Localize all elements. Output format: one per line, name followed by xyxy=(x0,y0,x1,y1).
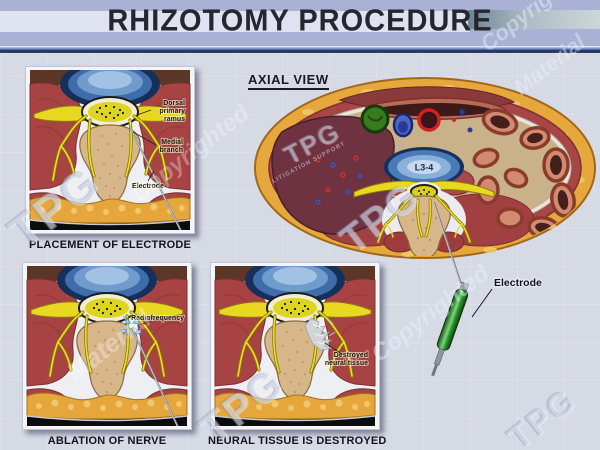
label-dorsal-primary-ramus: Dorsal xyxy=(163,100,185,107)
svg-text:neural tissue: neural tissue xyxy=(325,360,368,367)
fat-layer xyxy=(26,392,188,420)
label-pointer-line xyxy=(137,321,152,326)
electrode-device xyxy=(431,281,470,377)
liver-vessels xyxy=(315,155,363,205)
page-title: RHIZOTOMY PROCEDURE xyxy=(107,4,493,38)
panel3-labels: Destroyed neural tissue xyxy=(324,351,369,368)
title-divider xyxy=(0,46,600,53)
fat-blobs xyxy=(39,203,185,215)
fat-layer xyxy=(29,196,191,224)
fascia-line xyxy=(29,219,191,226)
transverse-processes xyxy=(353,180,495,198)
spinal-nerves xyxy=(376,194,472,244)
transverse-processes xyxy=(33,105,187,122)
cauda-equina-dots xyxy=(95,104,125,120)
electrode-needle xyxy=(130,325,179,426)
panel-placement-of-electrode: Dorsal primary ramus Medial branch Elect… xyxy=(25,66,195,234)
header-gradient-band xyxy=(468,10,600,29)
caption-ablation-of-nerve: ABLATION OF NERVE xyxy=(47,435,167,447)
cauda-equina-dots xyxy=(280,300,310,316)
vertebral-disc xyxy=(245,266,345,304)
caption-placement-of-electrode: PLACEMENT OF ELECTRODE xyxy=(28,239,192,251)
spine-cross-section-illustration: Destroyed neural tissue xyxy=(214,266,376,426)
bone-speckle xyxy=(282,329,308,393)
label-medial-branch: Medial xyxy=(161,139,183,146)
fascia-line xyxy=(26,415,188,422)
axial-view-title: AXIAL VIEW xyxy=(248,72,329,90)
transverse-processes xyxy=(30,301,184,318)
axial-illustration: L3-4 xyxy=(254,77,596,377)
electrode-needle xyxy=(433,201,464,291)
aorta xyxy=(417,108,441,132)
svg-text:primary: primary xyxy=(159,108,185,115)
spine-panel-frame: Destroyed neural tissue xyxy=(210,262,380,430)
intervertebral-disc: L3-4 xyxy=(384,147,464,187)
ivc-lumen xyxy=(398,121,408,133)
label-electrode: Electrode xyxy=(132,183,164,190)
panel-ablation-of-nerve: Radiofrequency xyxy=(22,262,192,430)
vertebral-disc xyxy=(57,266,157,304)
header: RHIZOTOMY PROCEDURE xyxy=(0,0,600,46)
header-light-band xyxy=(0,11,470,32)
bone-speckle xyxy=(97,133,123,197)
small-vessels xyxy=(452,108,473,133)
label-radiofrequency: Radiofrequency xyxy=(131,315,184,322)
electrode-pointer-line xyxy=(471,288,493,318)
spine-panel-frame: Dorsal primary ramus Medial branch Elect… xyxy=(25,66,195,234)
descending-colon xyxy=(360,104,390,134)
destroyed-tissue xyxy=(304,317,336,351)
bone-speckle xyxy=(94,329,120,393)
fat-layer xyxy=(214,392,376,420)
transverse-processes xyxy=(218,301,372,318)
caption-neural-tissue-destroyed: NEURAL TISSUE IS DESTROYED xyxy=(208,435,387,447)
vertebral-disc xyxy=(60,70,160,108)
electrode-label: Electrode xyxy=(494,277,542,289)
electrode-needle xyxy=(129,126,182,230)
colon-fold xyxy=(367,115,383,122)
fascia-line xyxy=(214,415,376,422)
panel-neural-tissue-destroyed: Destroyed neural tissue xyxy=(210,262,380,430)
label-pointer-lines xyxy=(132,109,157,182)
radiofrequency-sparks xyxy=(118,313,144,339)
colon-interior xyxy=(378,102,496,117)
fat-blobs xyxy=(224,399,370,411)
disc-level-label: L3-4 xyxy=(415,163,434,173)
panel2-labels: Radiofrequency xyxy=(130,314,185,323)
spine-cross-section-illustration: Dorsal primary ramus Medial branch Elect… xyxy=(29,70,191,230)
spinal-nerves xyxy=(48,310,166,378)
intestine-interiors xyxy=(490,115,569,234)
spinal-nerves xyxy=(51,114,169,182)
svg-text:branch: branch xyxy=(160,147,183,154)
label-pointer-line xyxy=(324,342,343,355)
cauda-equina-dots xyxy=(92,300,122,316)
cauda-equina-dots xyxy=(418,189,430,195)
svg-text:ramus: ramus xyxy=(164,116,185,123)
label-destroyed-tissue: Destroyed xyxy=(334,352,368,359)
panel1-labels: Dorsal primary ramus Medial branch Elect… xyxy=(131,99,186,191)
spine-cross-section-illustration: Radiofrequency xyxy=(26,266,188,426)
bone-speckle xyxy=(412,203,437,251)
spine-panel-frame: Radiofrequency xyxy=(22,262,192,430)
